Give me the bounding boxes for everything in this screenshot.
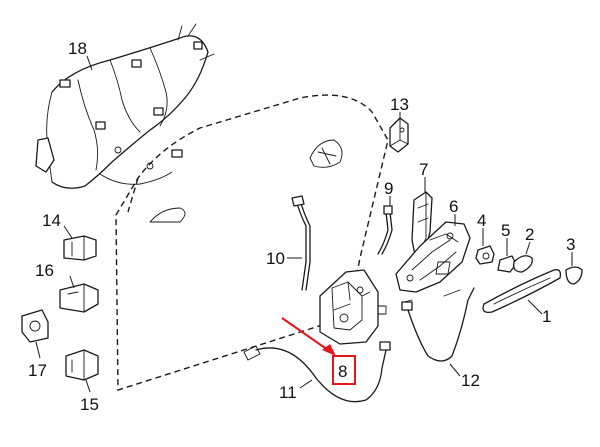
- highlight-box: [332, 355, 356, 385]
- callout-14: 14: [42, 211, 61, 230]
- part-8-door-latch: [319, 269, 387, 345]
- part-16-door-check: [59, 283, 99, 313]
- highlight-marker: [281, 317, 356, 385]
- callout-10: 10: [266, 249, 285, 268]
- callout-7: 7: [419, 160, 428, 179]
- callout-18: 18: [68, 39, 87, 58]
- part-11-cable: [243, 341, 391, 403]
- callout-5: 5: [501, 221, 510, 240]
- part-14-hinge-upper: [63, 235, 97, 261]
- callout-2: 2: [525, 225, 534, 244]
- part-18-wiring-harness: [35, 23, 215, 189]
- part-3-end-cap: [565, 266, 583, 285]
- callout-8-highlighted: 8: [338, 362, 347, 381]
- callout-labels: 18 13 7 9 6 4 5 2 3 1 10 11 12 14 16 17 …: [28, 39, 575, 414]
- callout-15: 15: [80, 395, 99, 414]
- part-5-trim-cap: [497, 255, 517, 273]
- callout-1: 1: [542, 307, 551, 326]
- part-10-rod: [291, 195, 311, 291]
- part-17-striker-plate: [21, 309, 49, 343]
- callout-9: 9: [384, 179, 393, 198]
- part-15-hinge-lower: [65, 349, 99, 381]
- part-2-handle-cover: [513, 255, 533, 273]
- callout-13: 13: [390, 95, 409, 114]
- callout-12: 12: [461, 371, 480, 390]
- door-outline: [115, 94, 389, 391]
- callout-17: 17: [28, 361, 47, 380]
- callout-11: 11: [279, 383, 297, 402]
- callout-6: 6: [449, 197, 458, 216]
- callout-3: 3: [566, 235, 575, 254]
- part-12-cable: [401, 287, 475, 362]
- leader-lines: [35, 55, 573, 393]
- part-1-outside-handle: [482, 269, 562, 313]
- part-4-lock-cylinder: [475, 245, 495, 265]
- callout-16: 16: [35, 261, 54, 280]
- part-9-lock-rod: [377, 205, 393, 255]
- part-6-handle-carrier: [395, 221, 471, 293]
- callout-4: 4: [477, 211, 486, 230]
- part-13-bracket: [389, 117, 409, 153]
